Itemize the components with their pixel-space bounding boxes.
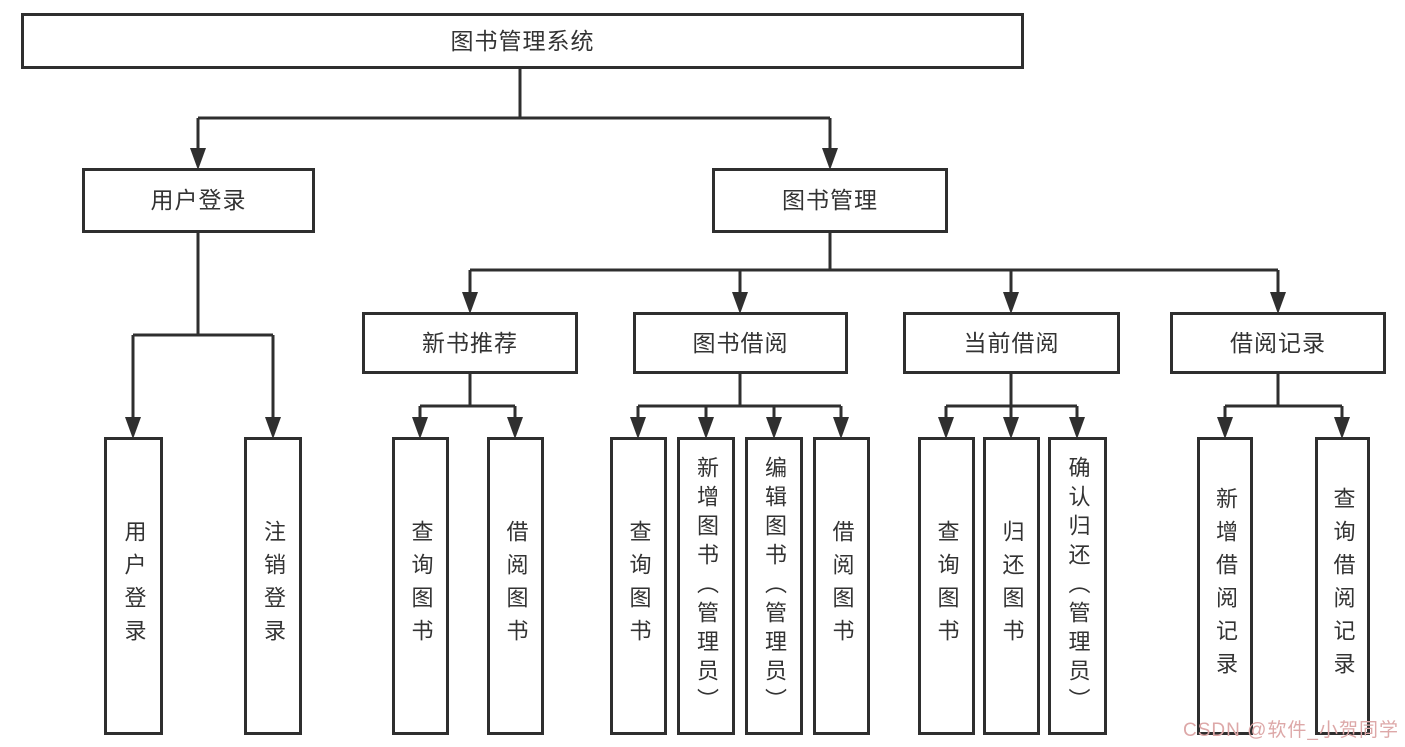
node-leaf-confirm-return-admin: 确认归还（管理员） — [1048, 437, 1107, 735]
node-leaf-user-login: 用户登录 — [104, 437, 163, 735]
node-leaf-borrow-book: 借阅图书 — [813, 437, 870, 735]
leaf-label: 新增借阅记录 — [1213, 487, 1238, 685]
leaf-label: 查询图书 — [626, 520, 652, 652]
connector-arrowheads — [125, 148, 1350, 439]
node-leaf-add-book-admin: 新增图书（管理员） — [677, 437, 735, 735]
node-new-book-recommend: 新书推荐 — [362, 312, 578, 374]
node-leaf-add-borrow-record: 新增借阅记录 — [1197, 437, 1253, 735]
leaf-label: 归还图书 — [999, 520, 1025, 652]
node-leaf-user-logout: 注销登录 — [244, 437, 302, 735]
node-leaf-return-book: 归还图书 — [983, 437, 1040, 735]
leaf-label: 查询借阅记录 — [1330, 487, 1356, 685]
node-book-borrow: 图书借阅 — [633, 312, 848, 374]
node-leaf-borrow-query-book: 查询图书 — [610, 437, 667, 735]
connector-lines — [131, 69, 1344, 435]
leaf-label: 新增图书（管理员） — [694, 455, 719, 717]
node-leaf-current-query-book: 查询图书 — [918, 437, 975, 735]
node-borrow-records: 借阅记录 — [1170, 312, 1386, 374]
leaf-label: 借阅图书 — [503, 520, 529, 652]
node-leaf-rec-borrow-book: 借阅图书 — [487, 437, 544, 735]
leaf-label: 编辑图书（管理员） — [762, 455, 787, 717]
node-leaf-edit-book-admin: 编辑图书（管理员） — [745, 437, 803, 735]
leaf-label: 借阅图书 — [829, 520, 855, 652]
leaf-label: 确认归还（管理员） — [1065, 455, 1091, 717]
node-current-borrow: 当前借阅 — [903, 312, 1120, 374]
node-root: 图书管理系统 — [21, 13, 1024, 69]
leaf-label: 用户登录 — [121, 520, 147, 652]
leaf-label: 注销登录 — [261, 520, 286, 652]
leaf-label: 查询图书 — [934, 520, 960, 652]
leaf-label: 查询图书 — [408, 520, 434, 652]
node-leaf-query-borrow-record: 查询借阅记录 — [1315, 437, 1370, 735]
node-book-management: 图书管理 — [712, 168, 948, 233]
node-user-login-group: 用户登录 — [82, 168, 315, 233]
node-leaf-rec-query-book: 查询图书 — [392, 437, 449, 735]
